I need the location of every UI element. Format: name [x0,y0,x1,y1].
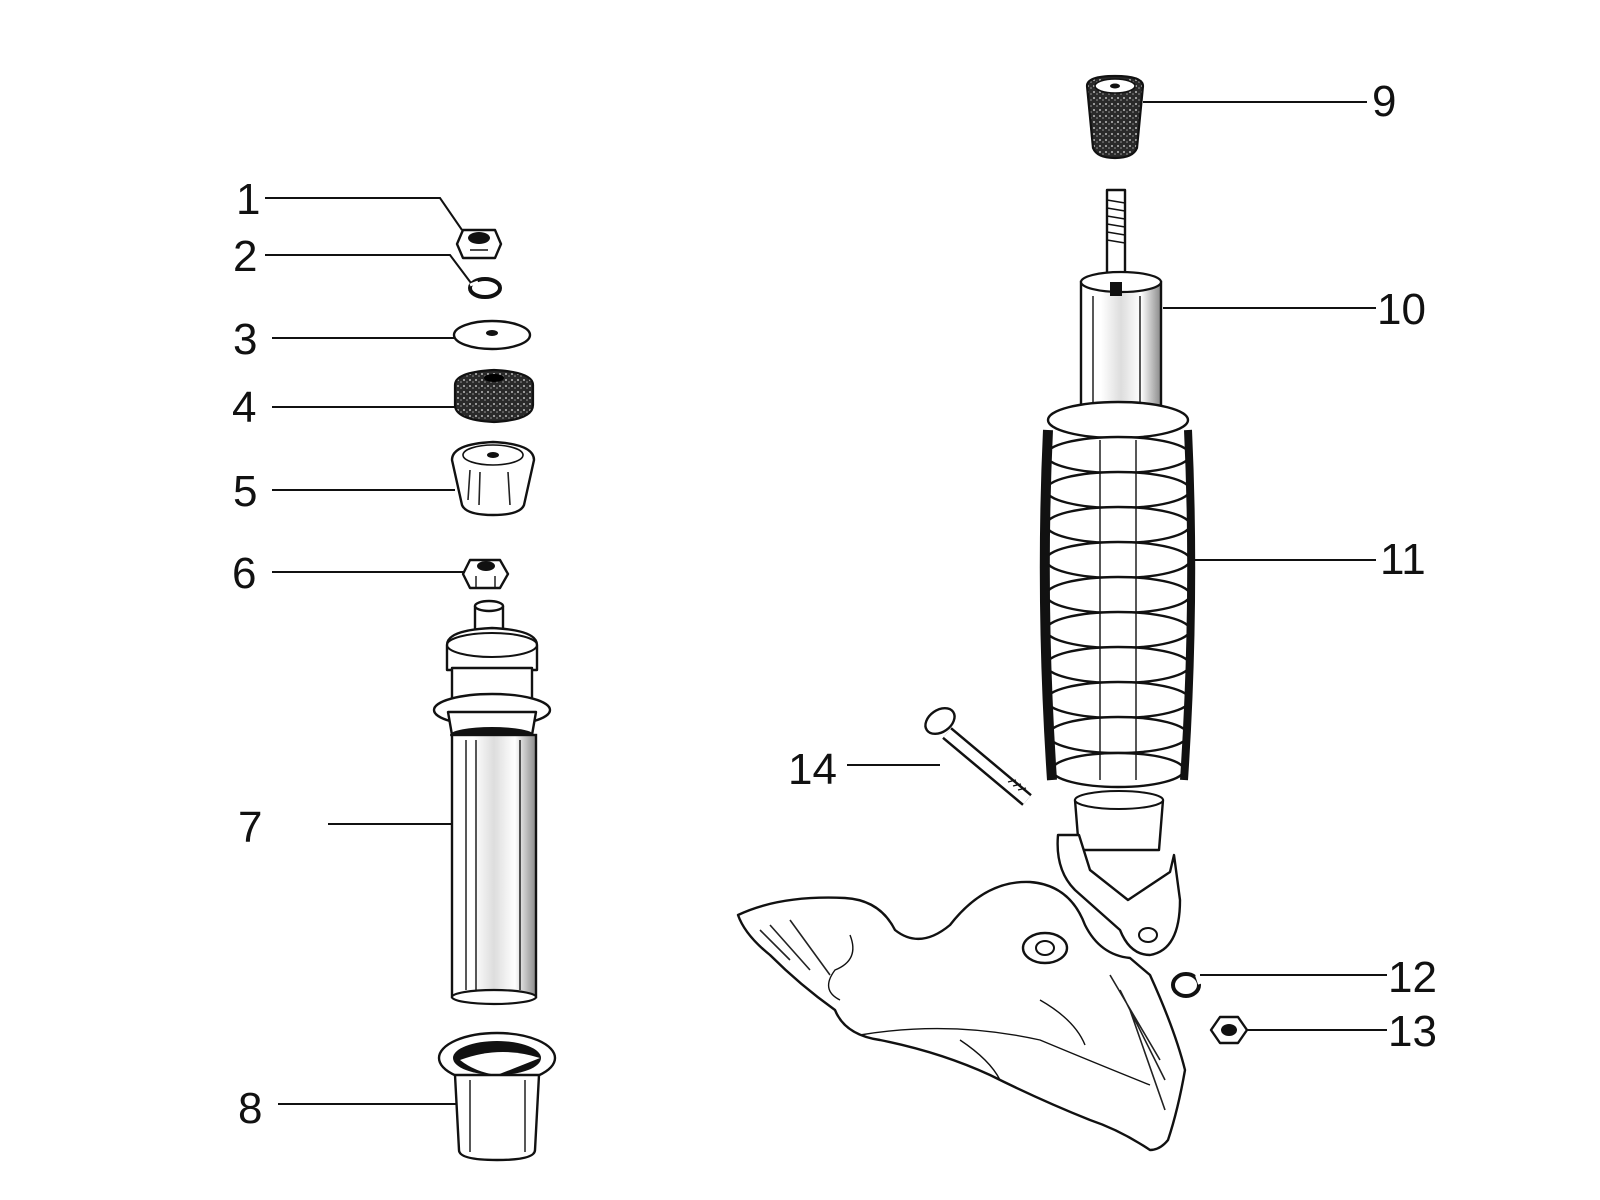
callout-3: 3 [233,315,258,364]
callout-5: 5 [233,467,258,516]
callout-6: 6 [232,549,257,598]
callout-11: 11 [1380,535,1426,584]
part-2-lock-washer [468,277,502,299]
callout-2: 2 [233,232,258,281]
swing-arm-frame [736,880,1187,1152]
part-11-coil-spring [1039,400,1196,957]
part-6-nut [461,558,510,590]
callout-10: 10 [1377,285,1426,334]
leader-lines [265,101,1387,1105]
part-13-nut [1209,1015,1249,1045]
part-8-sleeve [437,1031,557,1162]
part-1-nut [455,228,503,260]
part-3-flat-washer [452,319,532,351]
callout-4: 4 [232,383,257,432]
callout-1: 1 [236,175,261,224]
callout-8: 8 [238,1084,263,1133]
part-4-rubber-bush [453,368,535,424]
part-9-top-buffer [1085,74,1145,160]
callout-7: 7 [238,803,263,852]
part-14-bolt [924,706,1032,806]
part-5-conical-buffer [450,440,536,517]
callout-13: 13 [1388,1007,1437,1056]
part-7-shock-tube [432,599,552,1006]
callout-14: 14 [788,745,837,794]
part-12-circlip [1171,972,1202,998]
callout-9: 9 [1372,77,1397,126]
part-10-shock-absorber [1079,188,1163,434]
callout-12: 12 [1388,953,1437,1002]
